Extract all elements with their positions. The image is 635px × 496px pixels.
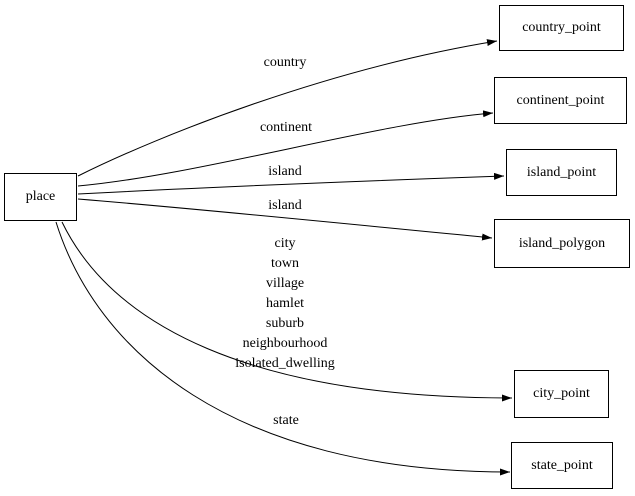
edge-place-continent-point (77, 110, 494, 187)
edge-place-country-point (77, 39, 498, 177)
edge-label-country: country (263, 55, 307, 70)
edge-label-continent: continent (259, 120, 313, 135)
edge-place-city-point (61, 221, 513, 402)
edge-label-line: suburb (265, 316, 305, 331)
node-city-point: city_point (514, 370, 609, 418)
node-country-point: country_point (499, 5, 624, 51)
edge-label-line: neighbourhood (242, 336, 328, 351)
node-continent-point: continent_point (494, 77, 627, 124)
edge-place-state-point (55, 221, 511, 476)
edge-place-island-point (77, 172, 505, 195)
edge-label-line: village (265, 276, 305, 291)
node-island-point: island_point (506, 149, 617, 196)
edge-label-line: hamlet (265, 296, 305, 311)
edge-place-island-polygon (77, 198, 493, 241)
edge-label-island-point: island (268, 164, 302, 179)
node-island-polygon: island_polygon (494, 219, 630, 268)
edge-label-line: isolated_dwelling (235, 356, 335, 371)
edge-label-line: town (270, 256, 299, 271)
node-state-point: state_point (511, 442, 613, 489)
edge-label-line: city (274, 236, 296, 251)
edge-label-island-polygon: island (268, 198, 302, 213)
edge-label-city-group: city town village hamlet suburb neighbou… (235, 234, 335, 374)
node-place: place (4, 173, 77, 221)
edge-label-state: state (273, 413, 299, 428)
